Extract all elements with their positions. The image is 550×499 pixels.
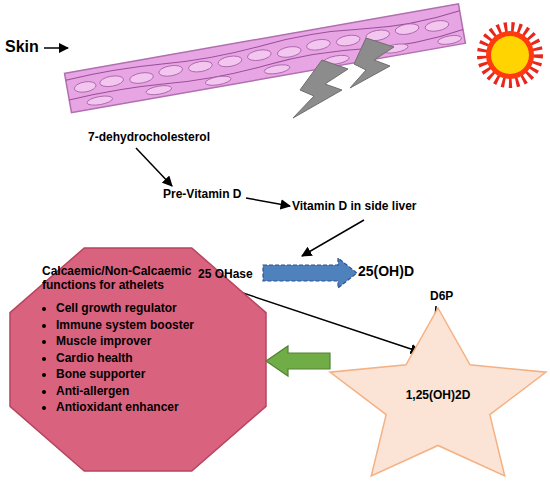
function-item: Antioxidant enhancer: [56, 399, 194, 416]
organ-label: Skin: [5, 38, 39, 56]
skin-band: [65, 4, 466, 113]
function-list: Cell growth regulatorImmune system boost…: [40, 300, 194, 416]
skin-layer-line: [65, 9, 460, 84]
sunray-bolt: [350, 38, 394, 88]
function-item: Bone supporter: [56, 366, 194, 383]
metabolite-label: 25(OH)D: [358, 263, 414, 279]
sun-rays: [482, 27, 538, 83]
node-text: 1,25(OH)2D: [330, 388, 546, 402]
skin-layer-line: [69, 28, 464, 103]
conversion-arrow: [263, 258, 357, 288]
hormone-star-shape: [330, 308, 546, 476]
compound-label: Vitamin D in side liver: [292, 200, 417, 214]
compound-label: Pre-Vitamin D: [163, 188, 241, 202]
hormone-star: 1,25(OH)2D: [330, 308, 546, 476]
enzyme-label: 25 OHase: [198, 268, 253, 282]
sun-symbol: [482, 27, 538, 83]
sun-core: [491, 36, 529, 74]
function-item: Anti-allergen: [56, 383, 194, 400]
leader-arrow: [246, 198, 290, 206]
function-item: Immune system booster: [56, 317, 194, 334]
action-arrow: [266, 346, 330, 376]
enzyme-label: D6P: [430, 290, 453, 304]
function-octagon-shape: [10, 248, 266, 471]
compound-label: 7-dehydrocholesterol: [88, 131, 210, 145]
sunray-bolt: [293, 60, 348, 118]
function-item: Cardio health: [56, 350, 194, 367]
function-item: Muscle improver: [56, 333, 194, 350]
leader-arrow: [44, 47, 68, 49]
skin-illustration: [65, 4, 466, 113]
function-octagon: Calcaemic/Non-Calcaemic functions for at…: [10, 248, 266, 471]
function-item: Cell growth regulator: [56, 300, 194, 317]
leader-arrow: [136, 148, 172, 186]
skin-cells: [73, 15, 462, 109]
sun-ring: [486, 31, 534, 79]
leader-arrow: [302, 220, 364, 256]
